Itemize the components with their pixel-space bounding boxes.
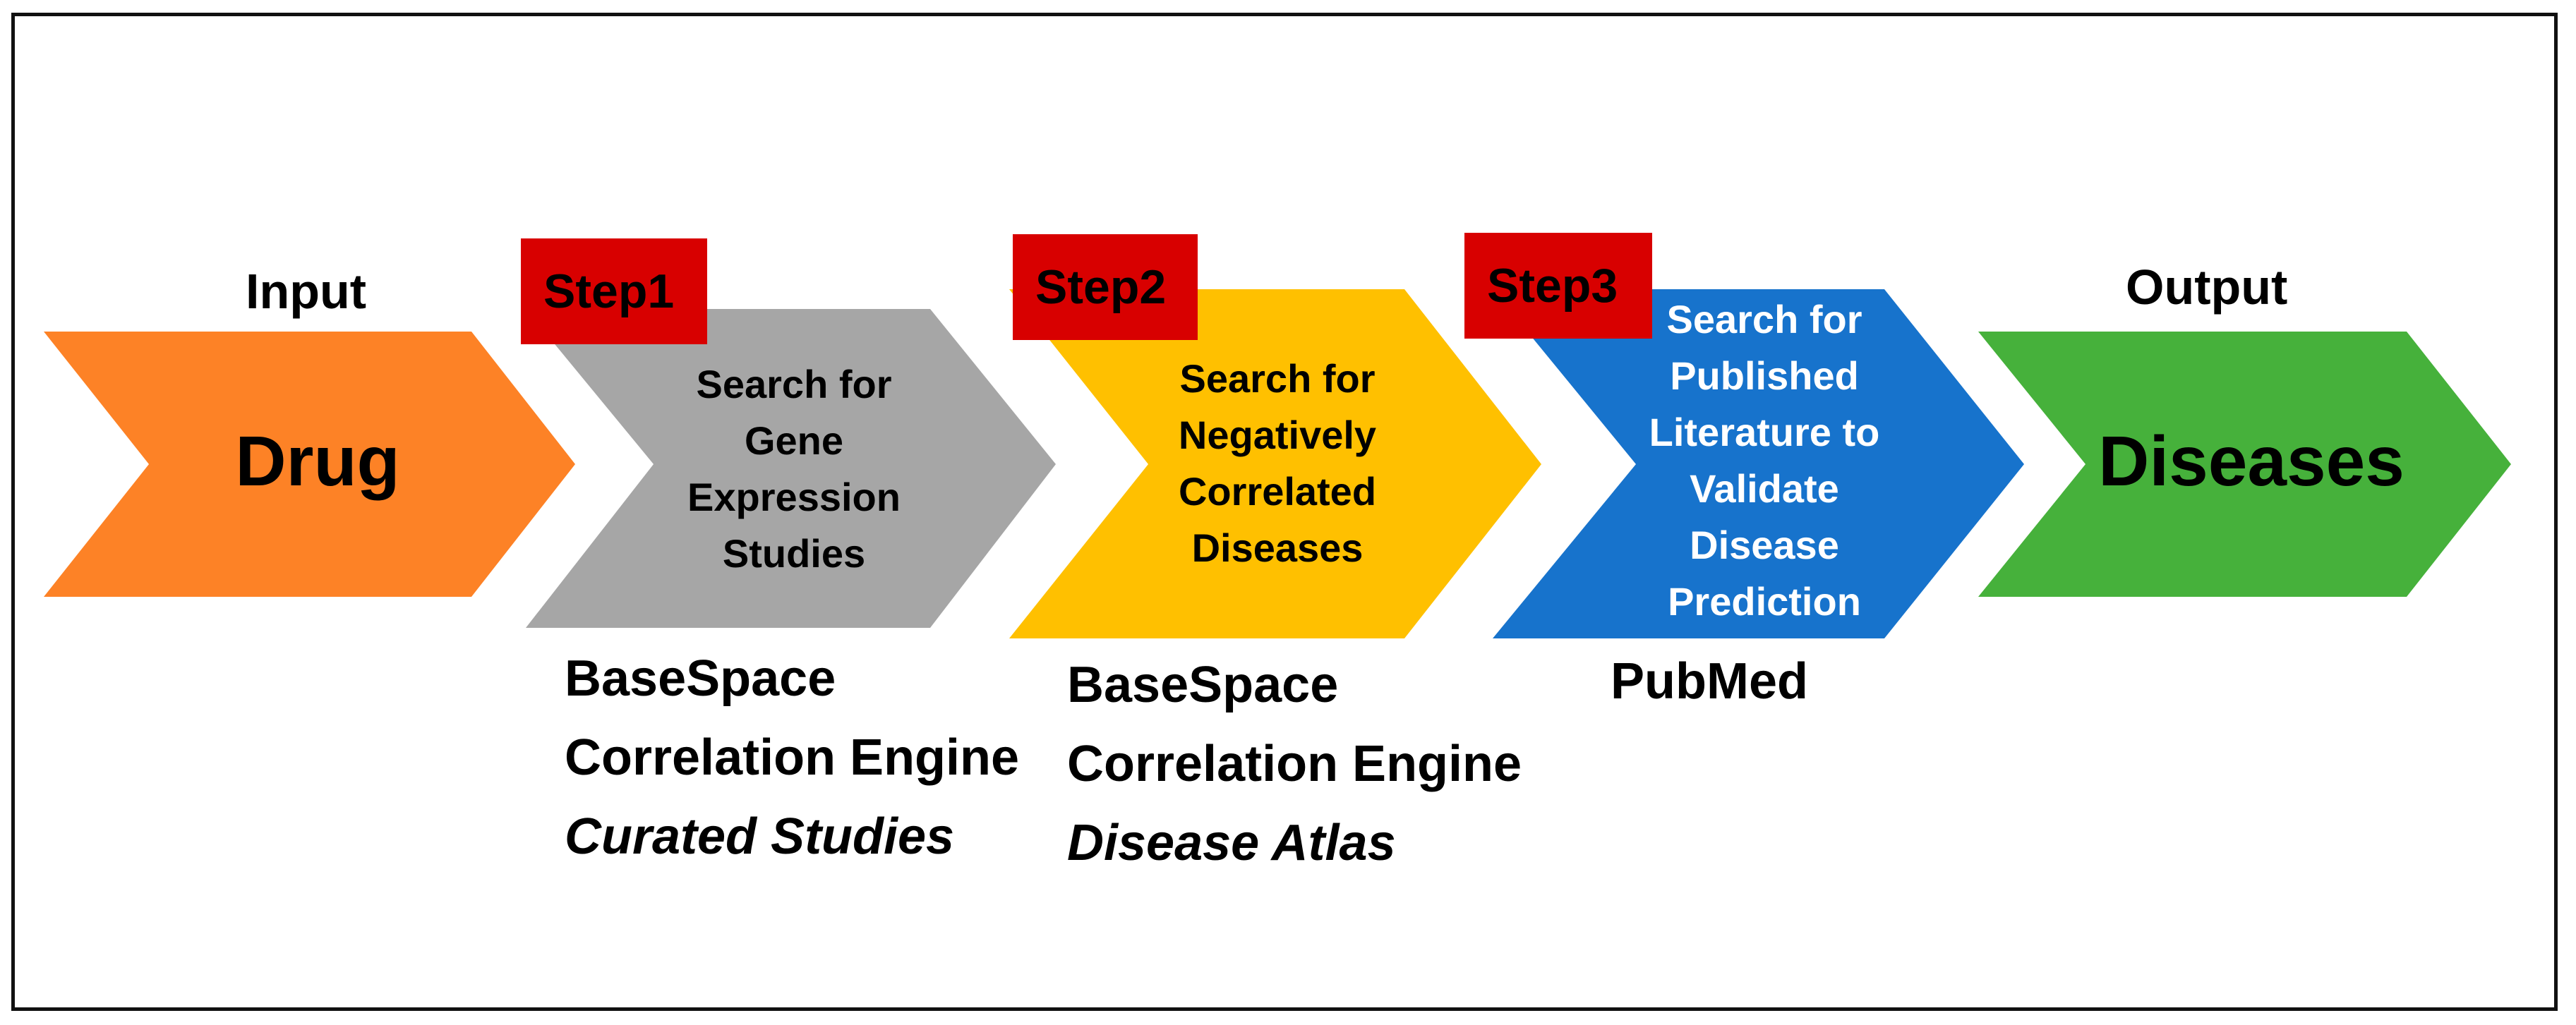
step1-line: Expression xyxy=(687,475,901,519)
input-chevron xyxy=(44,332,575,597)
step2-chevron xyxy=(1009,289,1541,638)
step1-text: Search for Gene Expression Studies xyxy=(667,356,921,582)
step3-line: Disease xyxy=(1690,523,1839,567)
step2-text: Search for Negatively Correlated Disease… xyxy=(1150,351,1404,576)
step1-line: Search for xyxy=(696,362,892,406)
step3-tools: PubMed xyxy=(1611,642,1808,721)
step3-tool: PubMed xyxy=(1611,653,1808,710)
step3-line: Search for xyxy=(1666,297,1862,341)
step3-tag: Step3 xyxy=(1464,233,1652,339)
step1-tools: BaseSpace Correlation Engine Curated Stu… xyxy=(565,639,1019,876)
step3-line: Prediction xyxy=(1668,579,1861,624)
step2-tool: BaseSpace xyxy=(1067,657,1339,713)
step2-tag: Step2 xyxy=(1013,234,1198,340)
step3-line: Literature to xyxy=(1649,410,1880,454)
input-label: Input xyxy=(246,264,367,319)
step1-line: Studies xyxy=(722,531,866,576)
step2-tools: BaseSpace Correlation Engine Disease Atl… xyxy=(1067,645,1522,883)
step1-tool: Correlation Engine xyxy=(565,729,1020,786)
step2-line: Diseases xyxy=(1191,526,1364,570)
step1-chevron xyxy=(526,309,1056,628)
output-title: Diseases xyxy=(2098,422,2405,501)
step3-line: Published xyxy=(1670,353,1859,398)
step3-chevron xyxy=(1493,289,2024,638)
step2-tool-italic: Disease Atlas xyxy=(1067,815,1396,871)
step1-line: Gene xyxy=(744,418,844,463)
input-title: Drug xyxy=(235,422,400,501)
step2-tool: Correlation Engine xyxy=(1067,736,1522,792)
output-label: Output xyxy=(2126,260,2288,315)
output-chevron xyxy=(1978,332,2511,597)
step2-line: Negatively xyxy=(1178,413,1377,457)
step1-tag: Step1 xyxy=(521,238,707,344)
step1-tool-italic: Curated Studies xyxy=(565,808,955,865)
step3-line: Validate xyxy=(1690,466,1839,511)
step2-line: Search for xyxy=(1179,356,1376,401)
step2-line: Correlated xyxy=(1178,469,1377,514)
step3-text: Search for Published Literature to Valid… xyxy=(1630,291,1898,630)
step1-tool: BaseSpace xyxy=(565,650,836,707)
